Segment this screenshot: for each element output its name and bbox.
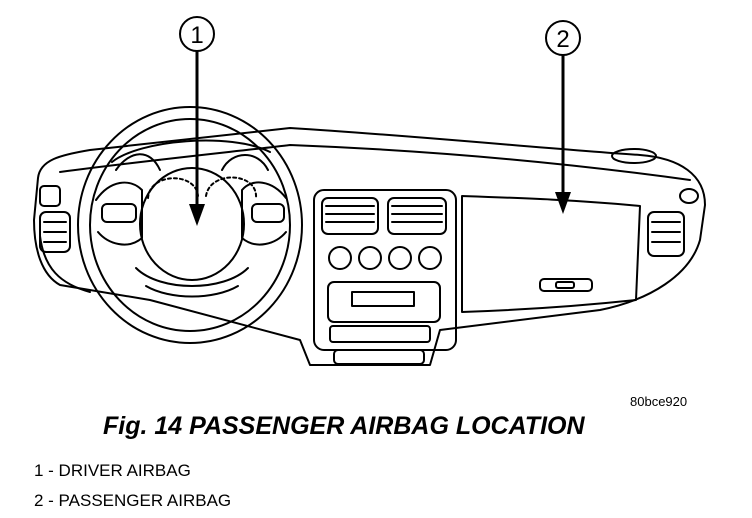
legend: 1 - DRIVER AIRBAG 2 - PASSENGER AIRBAG [34,456,231,516]
steering-wheel [77,106,303,344]
callout-2-arrowhead [555,192,571,214]
callout-1-arrowhead [189,204,205,226]
left-air-vent [39,185,71,253]
callout-2-number: 2 [556,26,569,53]
figure-title: Fig. 14 PASSENGER AIRBAG LOCATION [103,412,585,440]
figure-id: 80bce920 [630,394,688,409]
legend-item-passenger-airbag: 2 - PASSENGER AIRBAG [34,491,232,510]
callout-1: 1 [179,16,215,226]
dashboard-outline [33,127,706,366]
legend-item-driver-airbag: 1 - DRIVER AIRBAG [34,461,191,480]
center-stack [313,189,457,365]
callout-2: 2 [545,20,581,214]
callout-1-number: 1 [190,22,203,49]
passenger-airbag-door [461,195,641,313]
right-air-vent [611,148,699,257]
dashboard-diagram: 1 2 [33,16,706,366]
